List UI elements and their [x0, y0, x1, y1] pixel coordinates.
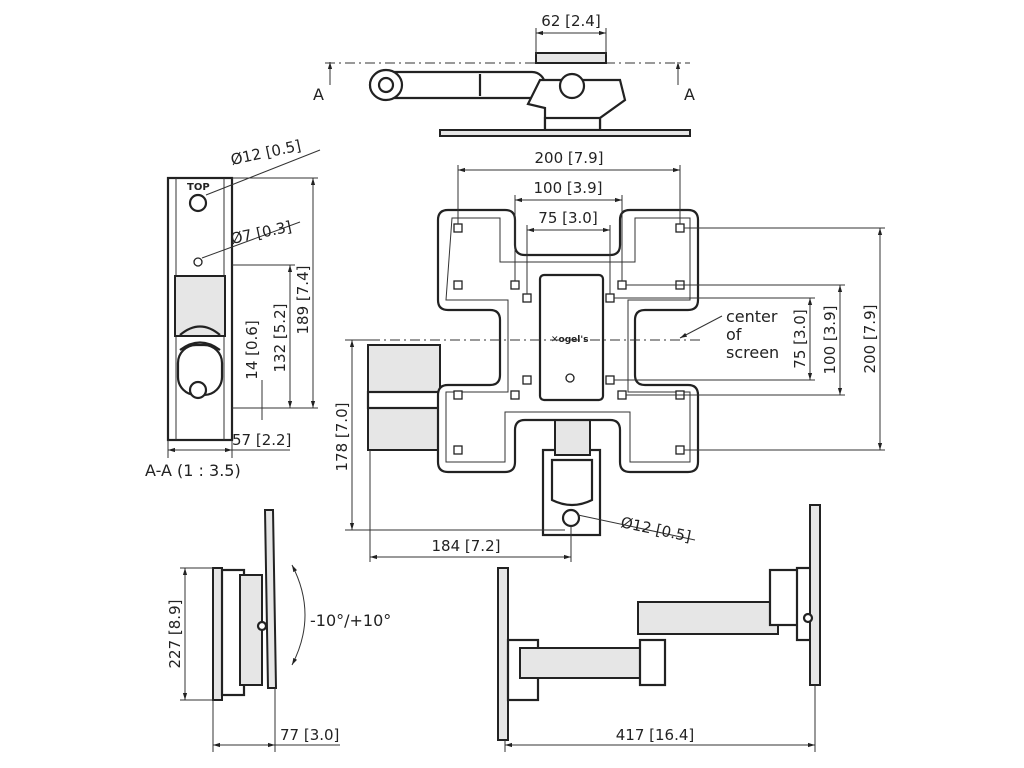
dim-200-horizontal: 200 [7.9]: [535, 149, 604, 167]
section-title: A-A (1 : 3.5): [145, 461, 241, 480]
center-label-line3: screen: [726, 343, 779, 362]
side-view: -10°/+10° 227 [8.9] 77 [3.0]: [166, 509, 391, 752]
dim-77: 77 [3.0]: [280, 726, 339, 744]
dim-75-horizontal: 75 [3.0]: [538, 209, 597, 227]
extended-view: 417 [16.4]: [497, 504, 821, 752]
dim-57: 57 [2.2]: [232, 431, 291, 449]
hole-dia-large: Ø12 [0.5]: [229, 136, 302, 168]
dim-132: 132 [5.2]: [271, 304, 289, 373]
section-label-right: A: [684, 85, 695, 104]
dim-227: 227 [8.9]: [166, 600, 184, 669]
dim-75-vertical: 75 [3.0]: [791, 309, 809, 368]
dim-200-vertical: 200 [7.9]: [861, 305, 879, 374]
dim-100-vertical: 100 [3.9]: [821, 306, 839, 375]
center-label-line2: of: [726, 325, 742, 344]
top-view: A A 62 [2.4]: [313, 12, 695, 137]
dim-189: 189 [7.4]: [294, 266, 312, 335]
front-view: ✕ogel's 200 [7.9] 100 [3.9] 75 [3.0] 75 …: [333, 149, 885, 562]
brand-logo: ✕ogel's: [551, 335, 588, 345]
dim-178: 178 [7.0]: [333, 403, 351, 472]
hole-icon: [188, 380, 208, 400]
hole-dia-front: Ø12 [0.5]: [619, 513, 692, 545]
hole-dia-small: Ø7 [0.3]: [229, 217, 293, 247]
dim-100-horizontal: 100 [3.9]: [534, 179, 603, 197]
section-label-left: A: [313, 85, 324, 104]
hole-icon: [193, 257, 203, 267]
dim-14: 14 [0.6]: [243, 320, 261, 379]
dim-417: 417 [16.4]: [616, 726, 695, 744]
center-label-line1: center: [726, 307, 778, 326]
top-marking: TOP: [187, 182, 210, 193]
hole-icon: [188, 193, 208, 213]
dim-184: 184 [7.2]: [432, 537, 501, 555]
tilt-range: -10°/+10°: [310, 611, 391, 630]
section-view: TOP Ø12 [0.5] Ø7 [0.3] 189 [7.4] 132 [5.…: [145, 136, 321, 480]
dim-62: 62 [2.4]: [541, 12, 600, 30]
